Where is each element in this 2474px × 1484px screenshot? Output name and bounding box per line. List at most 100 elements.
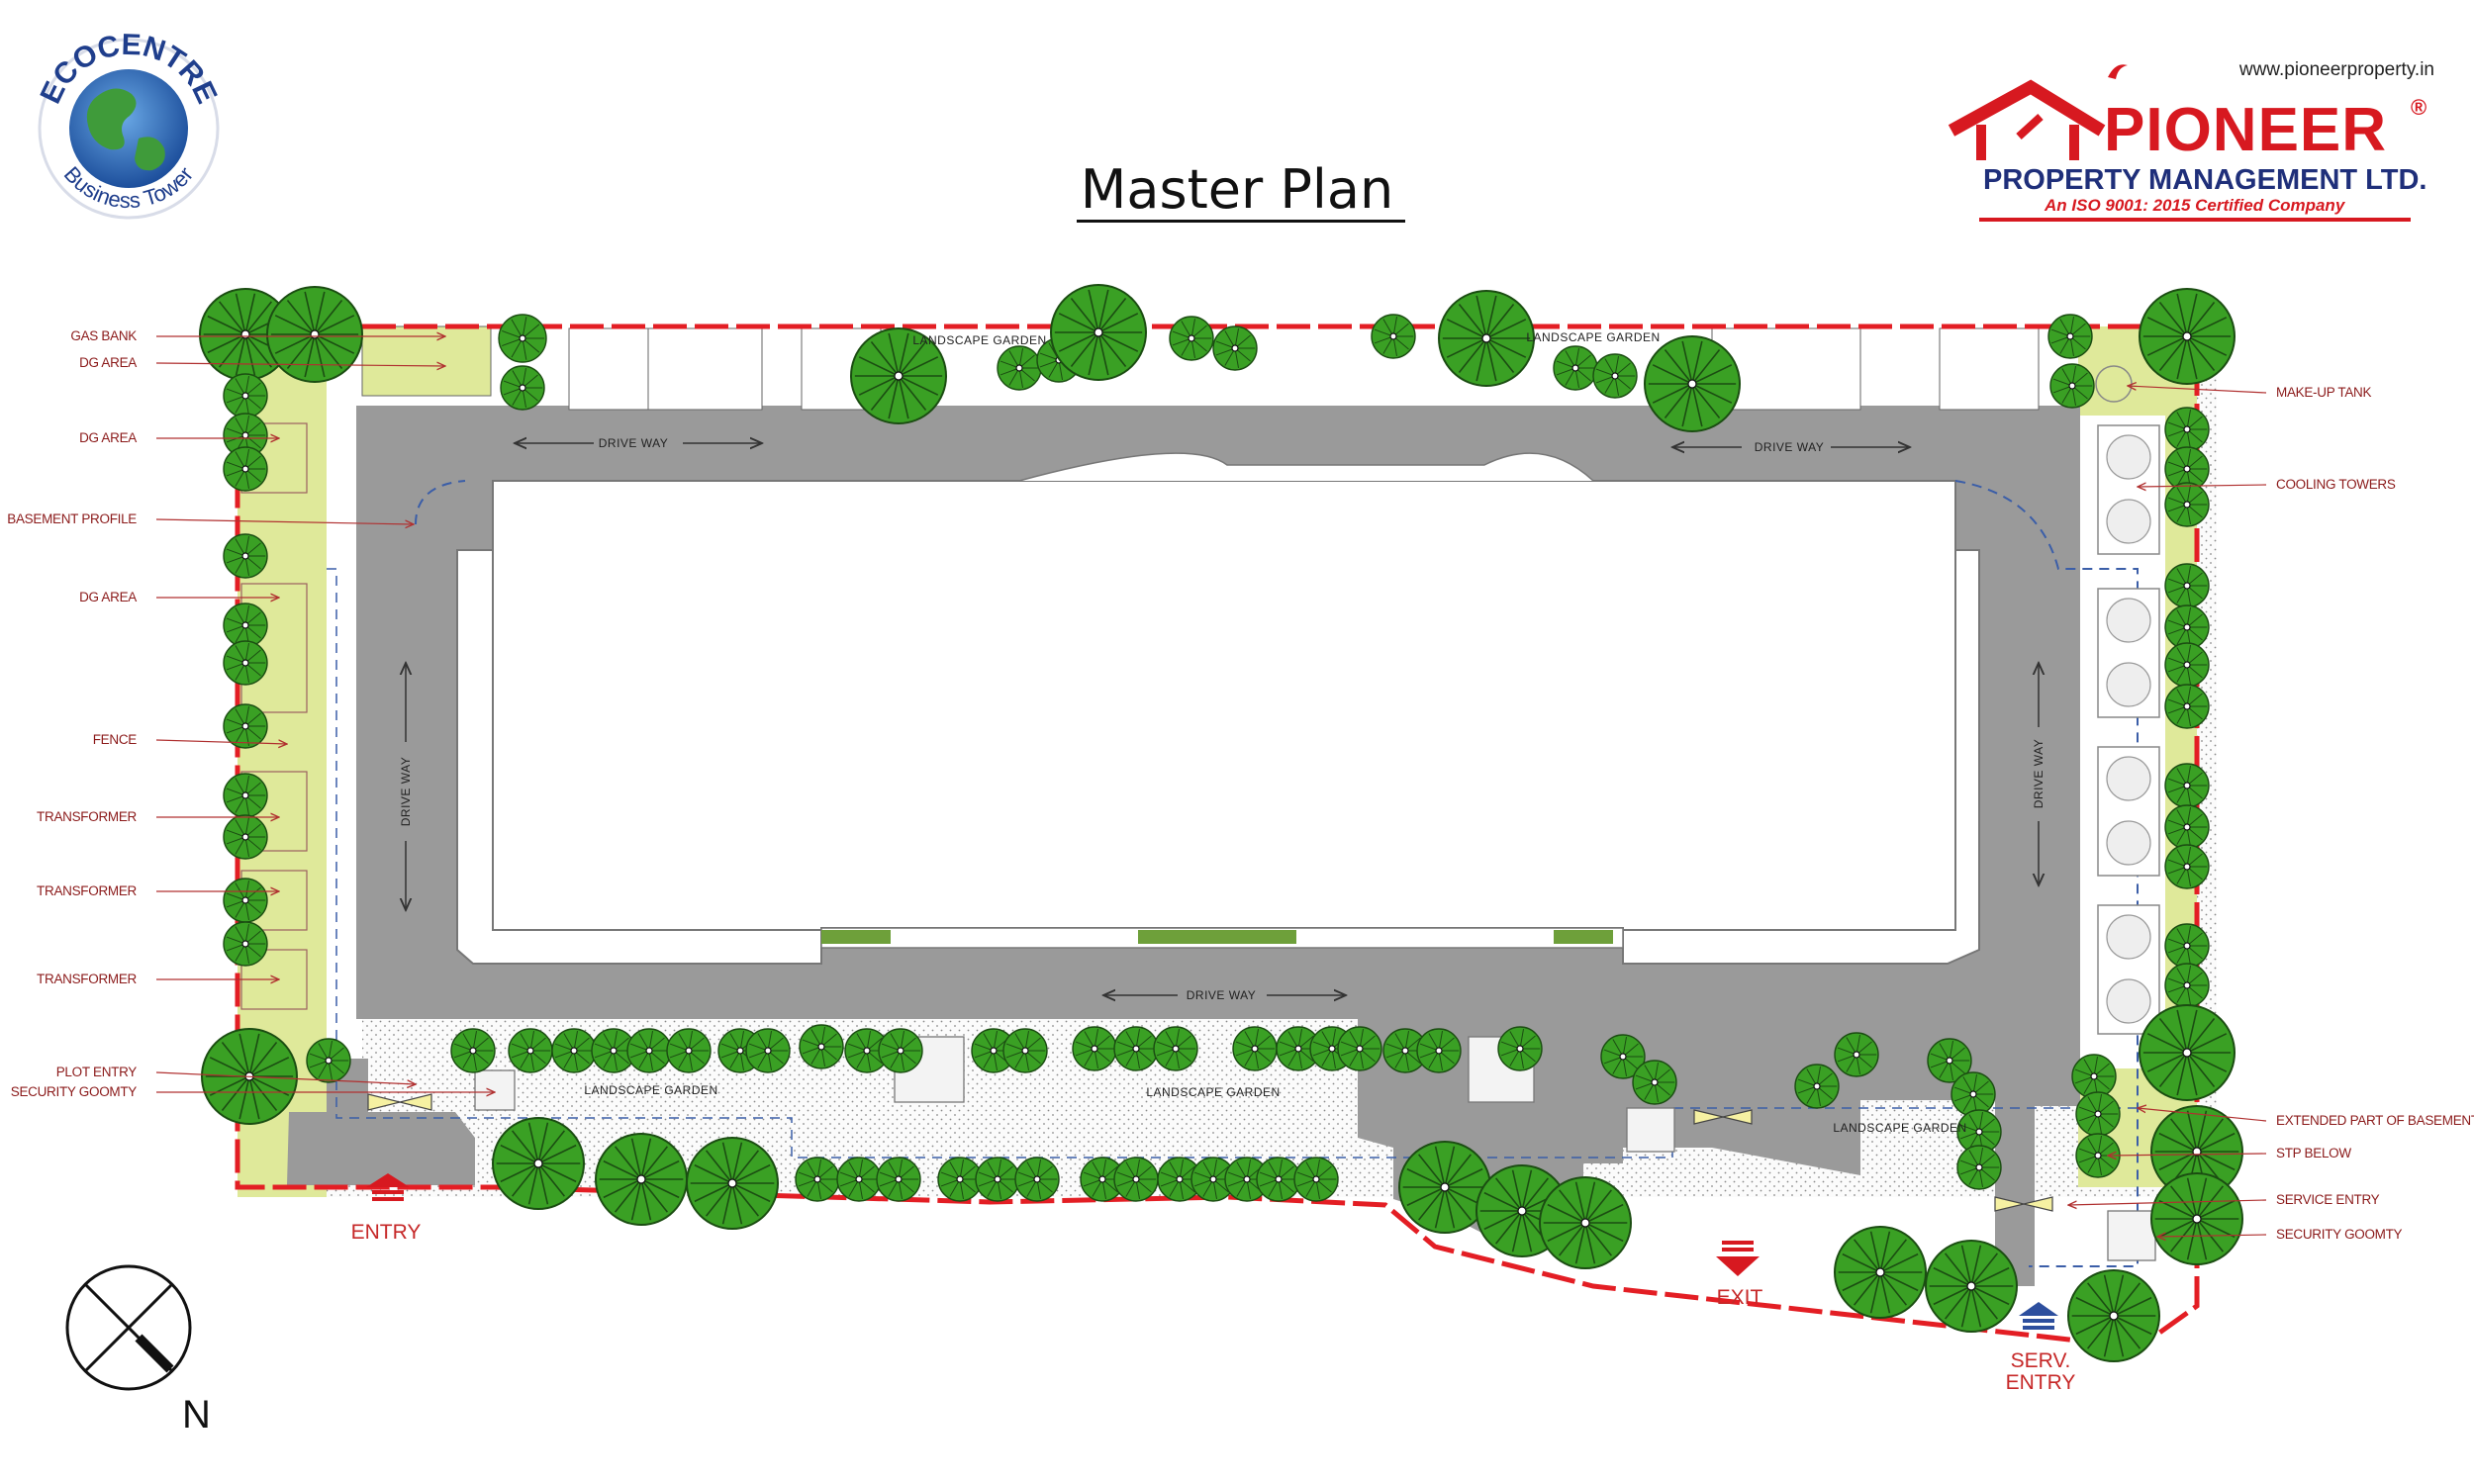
- label-drive-way-bottom: DRIVE WAY: [1187, 988, 1257, 1002]
- callout-dg-area-3: DG AREA: [79, 590, 137, 604]
- tree-icon: [1293, 1157, 1339, 1202]
- callout-security-goomty-left: SECURITY GOOMTY: [10, 1084, 138, 1099]
- tree-icon: [223, 878, 268, 923]
- tree-icon: [2047, 314, 2093, 359]
- brand-name: PIONEER: [2104, 96, 2388, 164]
- tree-icon: [2164, 482, 2210, 527]
- label-landscape-garden-top-left: LANDSCAPE GARDEN: [912, 333, 1046, 347]
- tree-icon: [876, 1157, 921, 1202]
- tower-footprint: [456, 452, 1980, 965]
- label-landscape-garden-bottom-right: LANDSCAPE GARDEN: [1833, 1121, 1966, 1135]
- tree-icon: [836, 1157, 882, 1202]
- tree-icon: [1927, 1038, 1972, 1083]
- tree-icon: [1232, 1026, 1278, 1071]
- tree-icon: [2164, 804, 2210, 850]
- callout-transformer-2: TRANSFORMER: [37, 883, 137, 898]
- tree-icon: [1834, 1226, 1927, 1319]
- tree-icon: [1600, 1034, 1646, 1079]
- tree-icon: [850, 327, 947, 424]
- tree-icon: [666, 1028, 712, 1073]
- tree-icon: [2067, 1269, 2160, 1362]
- tree-icon: [492, 1117, 585, 1210]
- tree-icon: [498, 314, 547, 363]
- tree-icon: [1371, 314, 1416, 359]
- service-entry-marker: SERV. ENTRY: [2006, 1302, 2075, 1394]
- tree-icon: [795, 1157, 840, 1202]
- tree-icon: [2150, 1172, 2243, 1265]
- tree-icon: [1002, 1028, 1048, 1073]
- callout-transformer-3: TRANSFORMER: [37, 972, 137, 986]
- tree-icon: [223, 814, 268, 860]
- tree-icon: [1416, 1028, 1462, 1073]
- tree-icon: [1438, 290, 1535, 387]
- tree-icon: [1956, 1145, 2002, 1190]
- exit-label: EXIT: [1717, 1286, 1763, 1309]
- tree-icon: [2164, 642, 2210, 688]
- callout-transformer-1: TRANSFORMER: [37, 809, 137, 824]
- tree-icon: [2164, 407, 2210, 452]
- tree-icon: [799, 1024, 844, 1069]
- tree-icon: [1072, 1026, 1117, 1071]
- callout-fence: FENCE: [92, 732, 138, 747]
- tree-icon: [686, 1137, 779, 1230]
- tree-icon: [1224, 1157, 1270, 1202]
- tree-icon: [2075, 1091, 2121, 1137]
- label-drive-way-top-right: DRIVE WAY: [1755, 440, 1825, 454]
- cooling-towers: [2097, 424, 2160, 1035]
- ecocentre-logo: ECOCENTRE Business Tower: [35, 29, 223, 220]
- page-title: Master Plan: [1080, 158, 1394, 221]
- tree-icon: [508, 1028, 553, 1073]
- brand-tagline: An ISO 9001: 2015 Certified Company: [2045, 196, 2345, 215]
- tree-icon: [223, 446, 268, 492]
- tree-icon: [223, 921, 268, 967]
- tree-icon: [1113, 1157, 1159, 1202]
- service-entry-label-1: SERV.: [2011, 1349, 2071, 1372]
- tree-icon: [1794, 1064, 1840, 1109]
- tree-icon: [878, 1028, 923, 1073]
- tree-icon: [975, 1157, 1020, 1202]
- plot-boundary: [235, 324, 2200, 1344]
- tree-icon: [2071, 1054, 2117, 1099]
- drive-way-markers: DRIVE WAY DRIVE WAY DRIVE WAY DRIVE WAY …: [399, 330, 2046, 1135]
- label-drive-way-left: DRIVE WAY: [399, 757, 413, 827]
- tree-icon: [223, 533, 268, 579]
- tree-icon: [1169, 316, 1214, 361]
- exit-marker: EXIT: [1716, 1241, 1763, 1309]
- tree-icon: [1497, 1026, 1543, 1071]
- tree-icon: [1256, 1157, 1301, 1202]
- tree-icon: [306, 1038, 351, 1083]
- tree-icon: [1951, 1071, 1996, 1117]
- callout-gas-bank: GAS BANK: [70, 328, 137, 343]
- tree-icon: [223, 773, 268, 818]
- tree-icon: [551, 1028, 597, 1073]
- tree-icon: [2164, 963, 2210, 1008]
- tree-icon: [2139, 288, 2236, 385]
- north-compass-icon: [65, 1264, 192, 1391]
- tree-icon: [1553, 345, 1598, 391]
- tree-icon: [450, 1028, 496, 1073]
- callout-plot-entry: PLOT ENTRY: [55, 1065, 138, 1079]
- brand-rule: [1979, 218, 2411, 222]
- tree-icon: [626, 1028, 672, 1073]
- tree-icon: [1080, 1157, 1125, 1202]
- pioneer-house-icon: [1948, 64, 2128, 160]
- tree-icon: [1014, 1157, 1060, 1202]
- tree-icon: [2139, 1004, 2236, 1101]
- tree-icon: [1212, 325, 1258, 371]
- brand-subtitle: PROPERTY MANAGEMENT LTD.: [1983, 164, 2427, 196]
- tree-icon: [595, 1133, 688, 1226]
- tree-icon: [997, 345, 1042, 391]
- tree-icon: [223, 413, 268, 458]
- callout-service-entry: SERVICE ENTRY: [2276, 1192, 2380, 1207]
- callout-basement-profile: BASEMENT PROFILE: [7, 511, 137, 526]
- callout-dg-area-2: DG AREA: [79, 430, 137, 445]
- tree-icon: [1925, 1240, 2018, 1333]
- brand-registered-mark: ®: [2411, 95, 2427, 120]
- tree-icon: [1382, 1028, 1428, 1073]
- tree-icon: [1834, 1032, 1879, 1077]
- label-landscape-garden-bottom-mid: LANDSCAPE GARDEN: [1146, 1085, 1280, 1099]
- website-url: www.pioneerproperty.in: [2238, 59, 2434, 80]
- label-landscape-garden-top-right: LANDSCAPE GARDEN: [1526, 330, 1660, 344]
- label-landscape-garden-bottom-left: LANDSCAPE GARDEN: [584, 1083, 717, 1097]
